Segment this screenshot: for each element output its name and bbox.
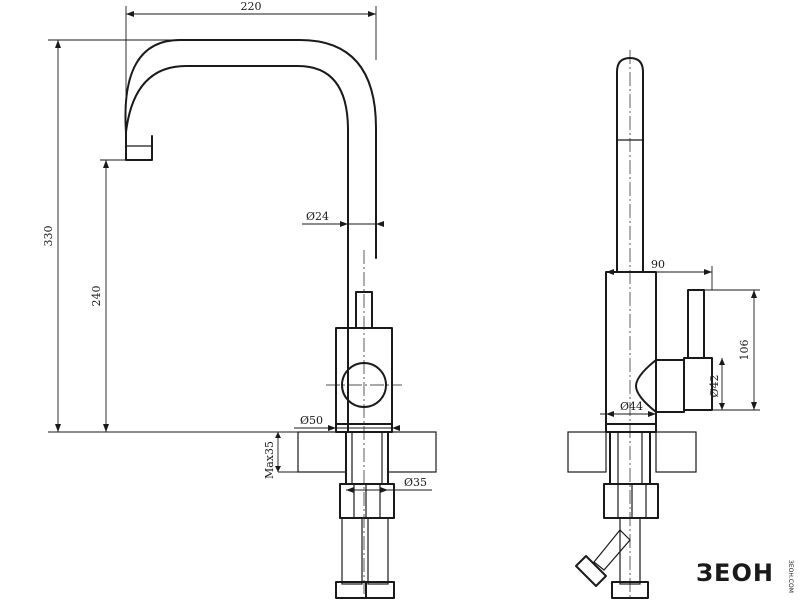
dim-base-diameter: Ø50: [294, 414, 400, 431]
brand-logo-subtext: ЗЕОН.СОМ: [787, 560, 794, 593]
dim-label-width: 220: [241, 0, 262, 13]
side-view: 90 106 Ø42 Ø44: [567, 50, 760, 600]
front-view: 220 330 240 Ø24 Ø50: [42, 0, 437, 600]
dim-label-tube-diameter: Ø24: [306, 210, 329, 223]
dim-label-handle-diameter: Ø42: [708, 374, 721, 397]
dim-height-330: 330: [42, 39, 298, 433]
dim-label-body-diameter: Ø44: [620, 400, 643, 413]
faucet-body-front: [124, 39, 402, 600]
dim-thread-diameter: Ø35: [346, 476, 432, 493]
dim-max-thickness: Max35: [263, 432, 281, 479]
dim-label-max-thickness: Max35: [263, 441, 276, 479]
dim-label-handle-height: 106: [738, 340, 751, 361]
countertop-side: [567, 431, 697, 473]
faucet-body-side: [575, 50, 713, 600]
dim-body-diameter: Ø44: [600, 400, 656, 417]
dim-label-spout-height: 240: [90, 286, 103, 307]
dim-tube-diameter: Ø24: [302, 210, 384, 227]
dim-handle-height: 106: [704, 289, 760, 411]
dim-handle-reach: 90: [606, 258, 713, 290]
brand-logo-text: ЗЕОН: [696, 559, 774, 587]
brand-logo: ЗЕОН ЗЕОН.СОМ: [696, 559, 794, 593]
dim-label-total-height: 330: [42, 226, 55, 247]
dim-label-base-diameter: Ø50: [300, 414, 323, 427]
dim-height-240: 240: [90, 159, 126, 432]
dim-handle-diameter: Ø42: [708, 358, 725, 410]
dim-label-handle-reach: 90: [651, 258, 665, 271]
dim-label-thread-diameter: Ø35: [404, 476, 427, 489]
countertop-front: [278, 431, 437, 473]
dim-width-220: 220: [125, 0, 377, 132]
